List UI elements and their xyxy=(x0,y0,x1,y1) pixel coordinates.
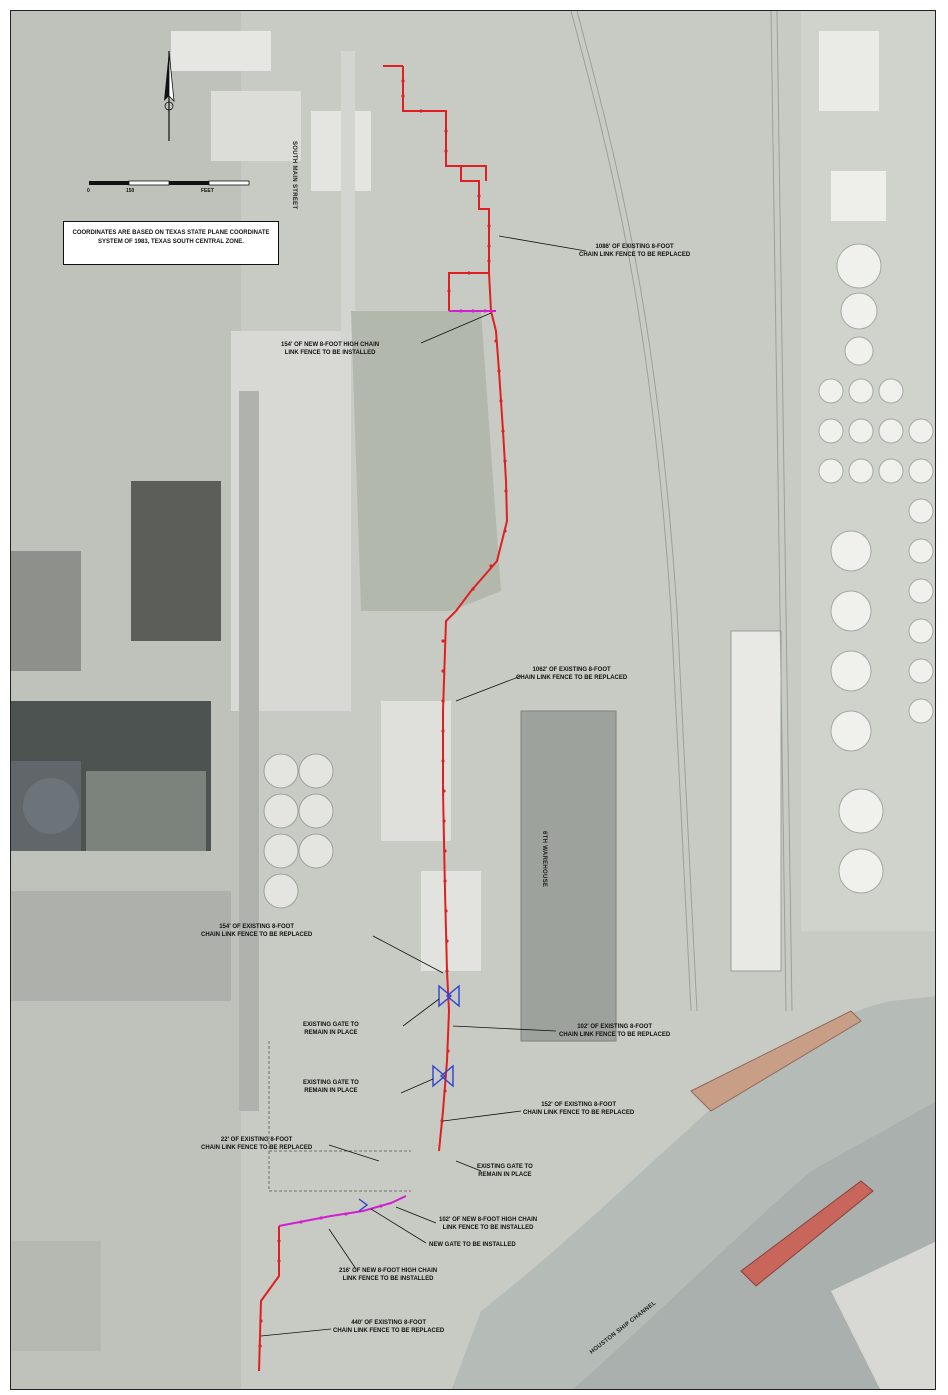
6th-warehouse xyxy=(520,710,617,1042)
aerial-map xyxy=(11,11,935,1389)
west-spur xyxy=(268,1041,411,1192)
building xyxy=(11,551,81,671)
storage-tanks xyxy=(818,243,934,894)
north-arrow-icon xyxy=(164,50,175,141)
rail-corridor xyxy=(239,391,259,1111)
dark-building xyxy=(131,481,221,641)
building xyxy=(11,1241,101,1351)
building xyxy=(211,91,301,161)
building xyxy=(86,771,206,851)
street-label-south-main: SOUTH MAIN STREET xyxy=(291,141,297,210)
leader-lines xyxy=(260,235,587,1337)
vegetation xyxy=(351,311,501,611)
fence-post-markers xyxy=(258,79,508,1348)
scale-bar-graphic xyxy=(89,180,250,186)
rail-lines xyxy=(570,11,793,1012)
note-line: SOUTH CENTRAL ZONE. xyxy=(172,239,244,245)
west-industrial-area xyxy=(11,11,241,1389)
building xyxy=(171,31,271,71)
building xyxy=(819,31,879,111)
existing-gate-1 xyxy=(438,984,460,1008)
scale-unit-label: FEET xyxy=(201,188,214,194)
warehouse-rows xyxy=(11,891,231,1001)
building xyxy=(421,871,481,971)
new-fence-markers xyxy=(299,309,487,1224)
silo-row xyxy=(263,753,334,909)
note-line: PLANE COORDINATE SYSTEM OF 1983, TEXAS xyxy=(98,230,270,245)
scale-zero-label: 0 xyxy=(87,188,90,194)
south-main-street xyxy=(341,51,355,351)
new-gate xyxy=(358,1198,369,1212)
vessels xyxy=(690,1010,874,1287)
callout-new-gate: NEW GATE TO BE INSTALLED xyxy=(429,1242,516,1248)
pier xyxy=(831,1241,935,1389)
building xyxy=(730,630,782,972)
street-label-6th-warehouse: 6TH WAREHOUSE xyxy=(541,831,547,888)
building xyxy=(831,171,886,221)
scale-mid-label: 150 xyxy=(126,188,135,194)
drawing-sheet: 0 150 FEET COORDINATES ARE BASED ON TEXA… xyxy=(10,10,936,1390)
tank xyxy=(23,778,79,834)
gate-symbols xyxy=(358,984,460,1212)
coordinate-note-box: COORDINATES ARE BASED ON TEXAS STATE PLA… xyxy=(63,221,279,265)
building xyxy=(381,701,451,841)
existing-gate-2 xyxy=(432,1064,454,1088)
note-line: COORDINATES ARE BASED ON TEXAS STATE xyxy=(72,230,206,236)
